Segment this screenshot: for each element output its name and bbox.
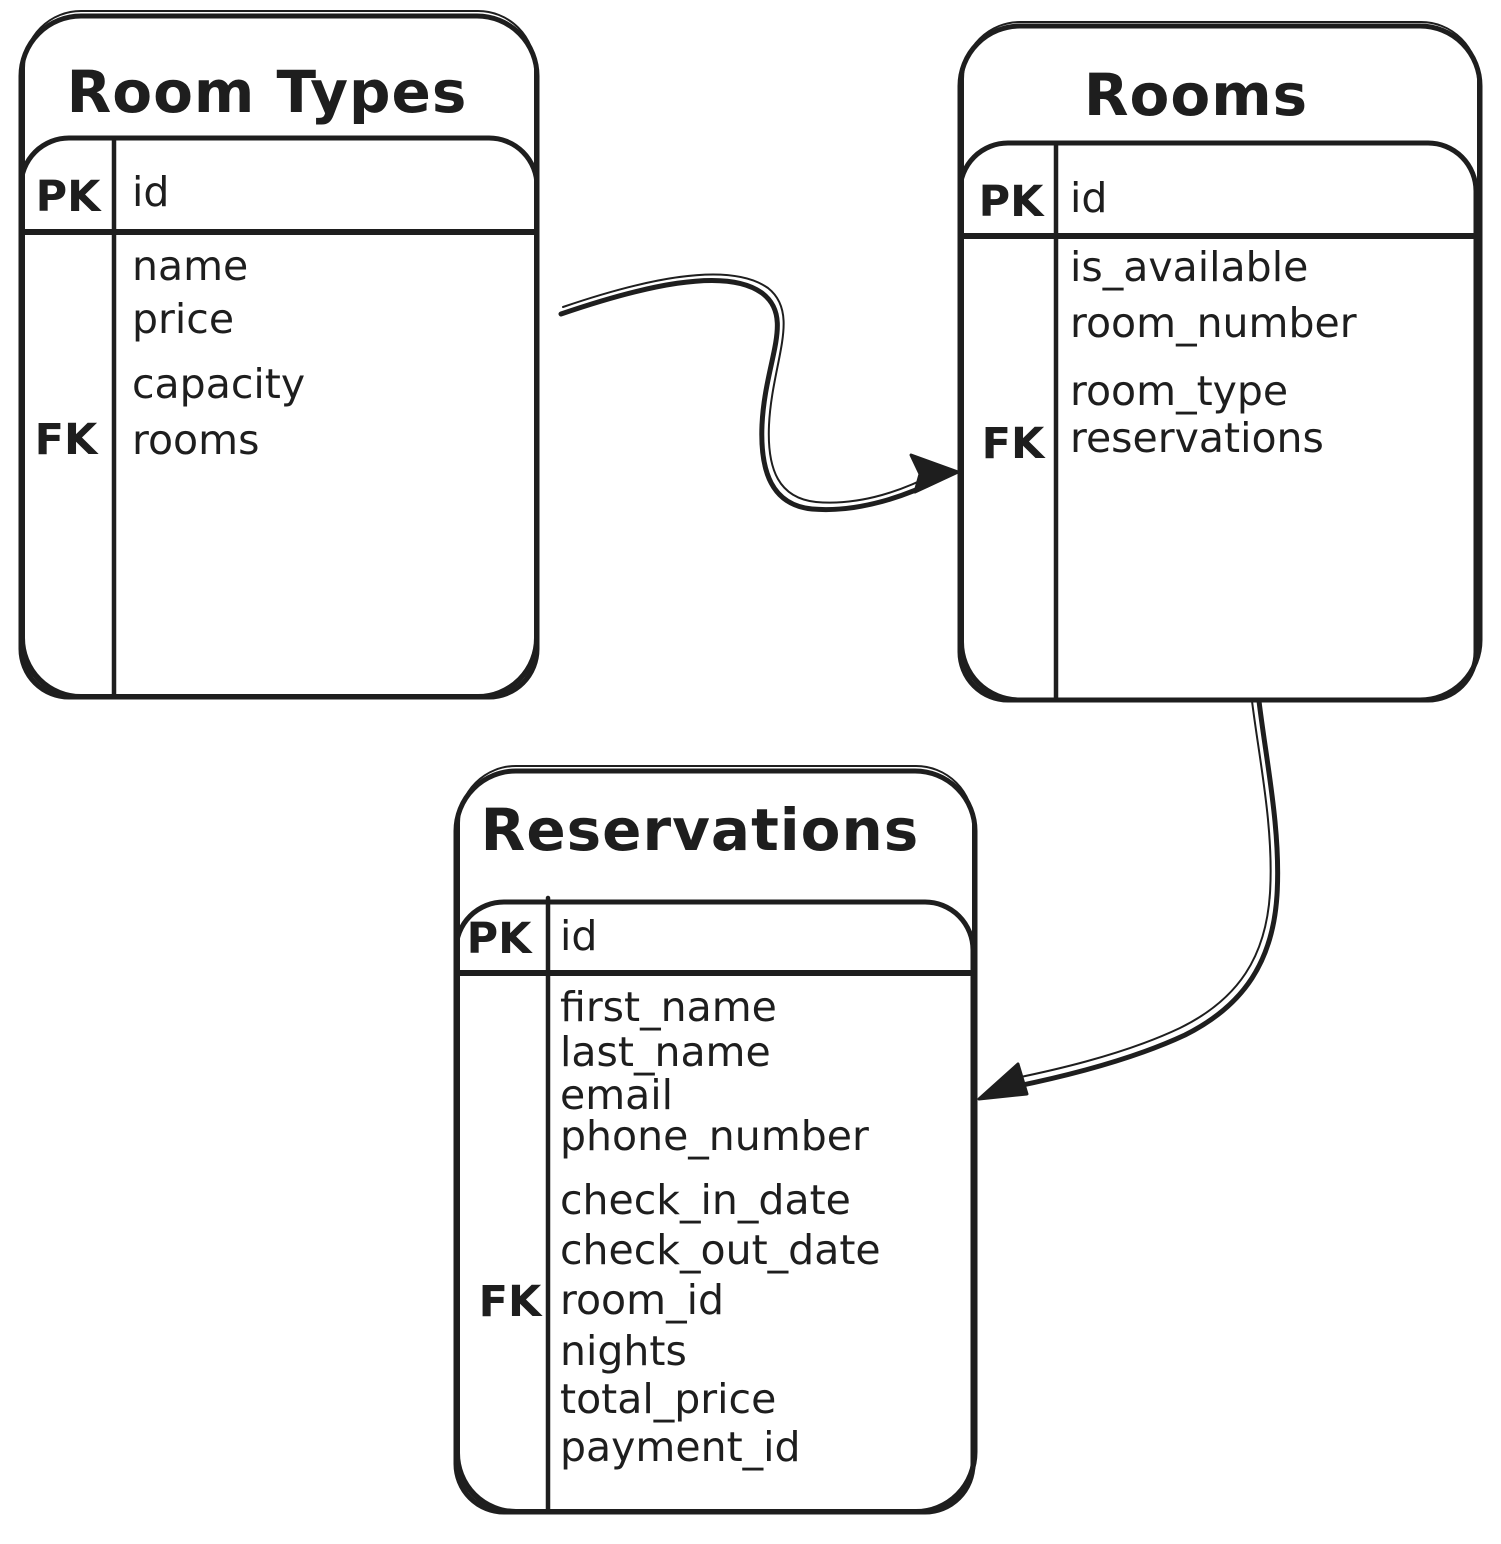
field-rooms: rooms — [132, 416, 259, 464]
table-rooms[interactable]: Rooms PK id is_available room_number roo… — [957, 21, 1483, 703]
pk-field: id — [560, 912, 597, 960]
reservations-fields-border — [453, 899, 976, 1515]
pk-field: id — [1070, 174, 1107, 222]
field-capacity: capacity — [132, 360, 305, 408]
connector-path-sketch — [562, 273, 937, 504]
field-phone-number: phone_number — [560, 1112, 869, 1160]
field-nights: nights — [560, 1327, 687, 1375]
connector-arrowhead — [977, 1062, 1029, 1101]
field-total-price: total_price — [560, 1375, 776, 1423]
fk-label: FK — [982, 419, 1046, 469]
field-room-id: room_id — [560, 1276, 724, 1324]
table-title: Rooms — [1084, 61, 1308, 129]
table-reservations[interactable]: Reservations PK id first_name last_name … — [453, 765, 978, 1515]
rooms-fields-border — [957, 140, 1479, 703]
field-last-name: last_name — [560, 1028, 771, 1076]
pk-label: PK — [467, 914, 534, 964]
connector-rooms-to-reservations[interactable] — [977, 698, 1281, 1101]
field-check-out-date: check_out_date — [560, 1226, 881, 1274]
pk-label: PK — [36, 172, 103, 222]
field-name: name — [132, 242, 248, 290]
connector-path-sketch — [1005, 700, 1272, 1081]
field-room-type: room_type — [1070, 367, 1288, 415]
pk-field: id — [132, 168, 169, 216]
field-is-available: is_available — [1070, 243, 1308, 291]
field-email: email — [560, 1071, 673, 1119]
field-room-number: room_number — [1070, 299, 1357, 347]
field-check-in-date: check_in_date — [560, 1176, 851, 1224]
field-reservations: reservations — [1070, 414, 1324, 462]
table-title: Room Types — [67, 58, 468, 126]
field-first-name: first_name — [560, 983, 777, 1031]
fk-label: FK — [35, 415, 99, 465]
table-title: Reservations — [481, 796, 920, 864]
pk-label: PK — [979, 177, 1046, 227]
table-room-types[interactable]: Room Types PK id name price capacity FK … — [18, 10, 540, 700]
fk-label: FK — [479, 1277, 543, 1327]
field-payment-id: payment_id — [560, 1423, 801, 1471]
connector-path — [1005, 698, 1281, 1091]
connector-arrowhead — [909, 453, 960, 494]
room-types-fields-border — [18, 135, 540, 700]
connector-room-types-to-rooms[interactable] — [558, 273, 960, 513]
connector-path — [558, 277, 943, 513]
field-price: price — [132, 295, 234, 343]
